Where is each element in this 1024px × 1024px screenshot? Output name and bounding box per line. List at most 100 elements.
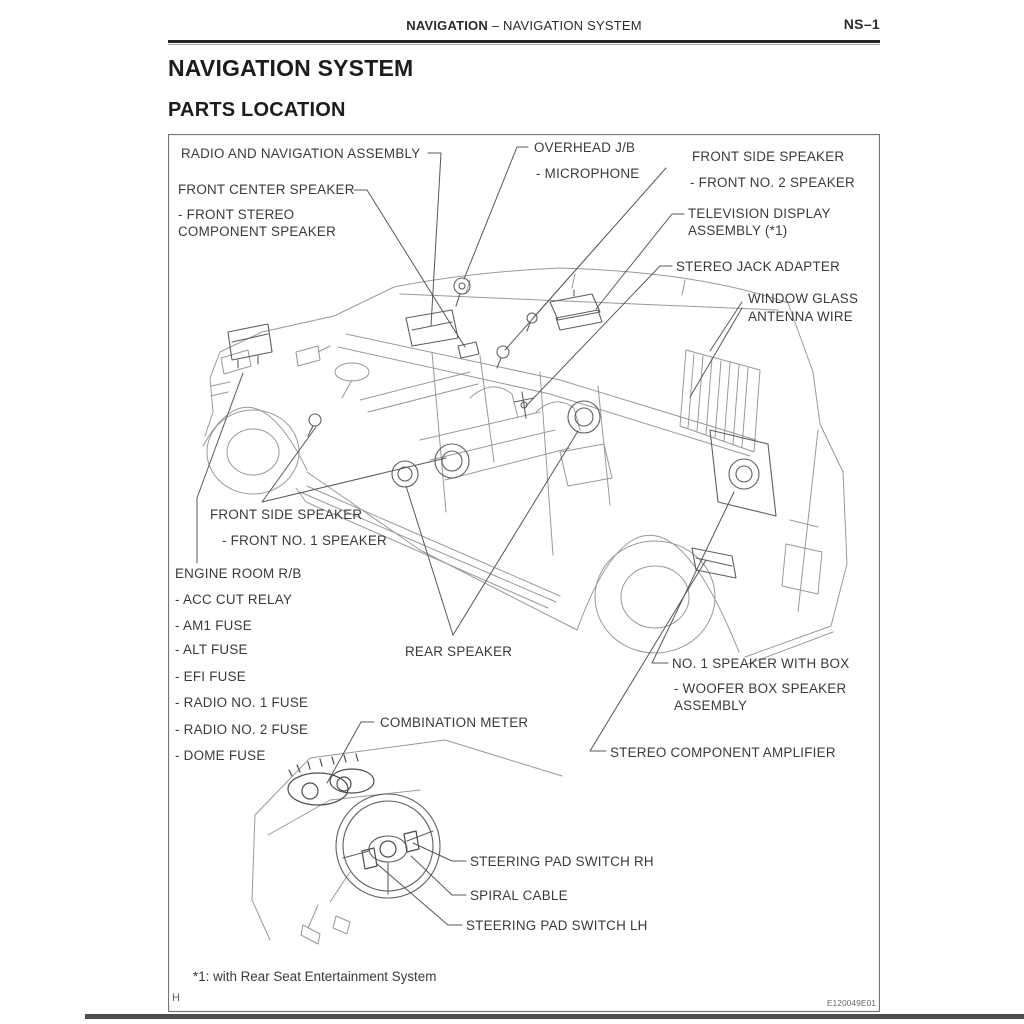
page-number: NS–1: [843, 16, 880, 32]
figure-border: [168, 134, 880, 1013]
engine-room-relay-box: [227, 323, 273, 369]
front-tweeter-no2-b: [526, 312, 538, 332]
front-tweeter-lh: [307, 413, 322, 437]
label-steering-lh: STEERING PAD SWITCH LH: [466, 918, 648, 933]
leader-window-glass: [689, 301, 743, 398]
steering-spokes: [342, 830, 434, 895]
car-roof-rails: [399, 273, 779, 311]
leader-combination-meter: [326, 721, 375, 784]
vehicle-drawing: [202, 267, 848, 665]
figure-code: E120049E01: [827, 998, 876, 1008]
leader-stereo-amp: [589, 559, 707, 752]
running-header-text: NAVIGATION – NAVIGATION SYSTEM: [168, 18, 880, 33]
tweeter-no2b-stem: [526, 322, 531, 332]
label-television-sub: ASSEMBLY (*1): [688, 223, 788, 238]
label-engine-room-item5: - RADIO NO. 1 FUSE: [175, 695, 308, 710]
leader-spiral-cable: [410, 855, 467, 896]
header-subsection: NAVIGATION SYSTEM: [503, 18, 642, 33]
label-television: TELEVISION DISPLAY: [688, 206, 831, 221]
meter-tick-marks: [288, 753, 359, 777]
woofer-box-speaker: [709, 429, 777, 517]
car-beltline: [337, 333, 757, 457]
front-center-speaker-grille: [457, 341, 480, 359]
microphone-inner: [458, 282, 466, 290]
header-rule-shadow: [168, 44, 880, 45]
leader-front-center-speaker: [353, 189, 466, 348]
label-spiral-cable: SPIRAL CABLE: [470, 888, 568, 903]
microphone-outer: [453, 277, 471, 295]
rear-wheel-rim: [620, 565, 690, 629]
steering-rim-outer: [335, 793, 441, 899]
tweeter-no2b-circle: [526, 312, 538, 324]
label-overhead-jb: OVERHEAD J/B: [534, 140, 635, 155]
header-rule: [168, 40, 880, 43]
meter-housing-right: [329, 768, 375, 794]
combination-meter-cluster: [287, 753, 375, 806]
meter-dial-left: [301, 782, 319, 800]
leader-stereo-jack: [525, 265, 673, 407]
leader-engine-room: [196, 372, 244, 564]
rear-speaker-lh: [391, 460, 419, 488]
leader-television: [595, 213, 685, 310]
tweeter-lh-stem: [307, 425, 314, 437]
front-door-speaker-outer: [434, 443, 470, 479]
radio-navigation-unit: [405, 309, 459, 347]
stereo-jack-adapter-part: [513, 391, 535, 419]
front-door-speaker: [434, 443, 470, 479]
meter-housing-left: [287, 772, 349, 806]
front-door-speaker-inner: [441, 450, 463, 472]
rear-speaker-rh-outer: [567, 400, 601, 434]
television-display-unit: [549, 289, 603, 331]
leader-no1-speaker: [651, 491, 735, 664]
leader-radio-nav: [427, 152, 442, 327]
label-front-side-speaker-1-sub: - FRONT NO. 1 SPEAKER: [222, 533, 387, 548]
microphone-stem: [455, 293, 461, 307]
woofer-cone-outer: [728, 458, 760, 490]
rear-speaker-lh-outer: [391, 460, 419, 488]
page-title: NAVIGATION SYSTEM: [168, 55, 414, 81]
leader-front-side-speaker-1: [261, 426, 447, 503]
steering-wheel: [335, 793, 441, 899]
label-front-center-speaker-sub2: COMPONENT SPEAKER: [178, 224, 336, 239]
antenna-defogger-lines: [687, 353, 749, 448]
header-separator: –: [491, 18, 500, 33]
rear-speaker-rh: [567, 400, 601, 434]
label-front-side-speaker-2: FRONT SIDE SPEAKER: [692, 149, 844, 164]
page-letter: H: [172, 992, 180, 1004]
woofer-box: [709, 429, 777, 517]
label-engine-room-item2: - AM1 FUSE: [175, 618, 252, 633]
label-engine-room-item4: - EFI FUSE: [175, 669, 246, 684]
car-rocker-panel: [295, 485, 561, 609]
label-window-glass-sub: ANTENNA WIRE: [748, 309, 853, 324]
running-header: NAVIGATION – NAVIGATION SYSTEM NS–1: [168, 16, 880, 38]
footnote: *1: with Rear Seat Entertainment System: [193, 969, 436, 984]
label-engine-room-item3: - ALT FUSE: [175, 642, 248, 657]
front-tweeter-no2-a: [496, 345, 510, 369]
label-radio-nav: RADIO AND NAVIGATION ASSEMBLY: [181, 146, 420, 161]
tweeter-lh-circle: [308, 413, 322, 427]
section-title: PARTS LOCATION: [168, 99, 346, 121]
car-wheel-arches: [202, 406, 740, 653]
label-stereo-jack: STEREO JACK ADAPTER: [676, 259, 840, 274]
leader-rear-speaker: [405, 430, 579, 636]
header-section: NAVIGATION: [406, 18, 488, 33]
label-steering-rh: STEERING PAD SWITCH RH: [470, 854, 654, 869]
leader-overhead-jb: [463, 146, 529, 280]
inset-dash-panel: [251, 739, 563, 945]
label-front-side-speaker-1: FRONT SIDE SPEAKER: [210, 507, 362, 522]
front-wheel-rim: [226, 428, 280, 476]
steering-pad-switch-lh-part: [361, 847, 378, 870]
label-engine-room-item6: - RADIO NO. 2 FUSE: [175, 722, 308, 737]
rear-quarter-window: [679, 349, 761, 453]
label-no1-speaker: NO. 1 SPEAKER WITH BOX: [672, 656, 849, 671]
label-front-side-speaker-2-sub: - FRONT NO. 2 SPEAKER: [690, 175, 855, 190]
page-bottom-rule: [85, 1014, 1024, 1019]
label-no1-speaker-sub1: - WOOFER BOX SPEAKER: [674, 681, 846, 696]
overhead-microphone: [453, 277, 471, 307]
spiral-cable-part: [379, 840, 397, 858]
meter-dial-right: [336, 776, 352, 792]
tailgate-details: [747, 429, 834, 665]
tweeter-no2a-circle: [496, 345, 510, 359]
label-overhead-jb-sub: - MICROPHONE: [536, 166, 639, 181]
